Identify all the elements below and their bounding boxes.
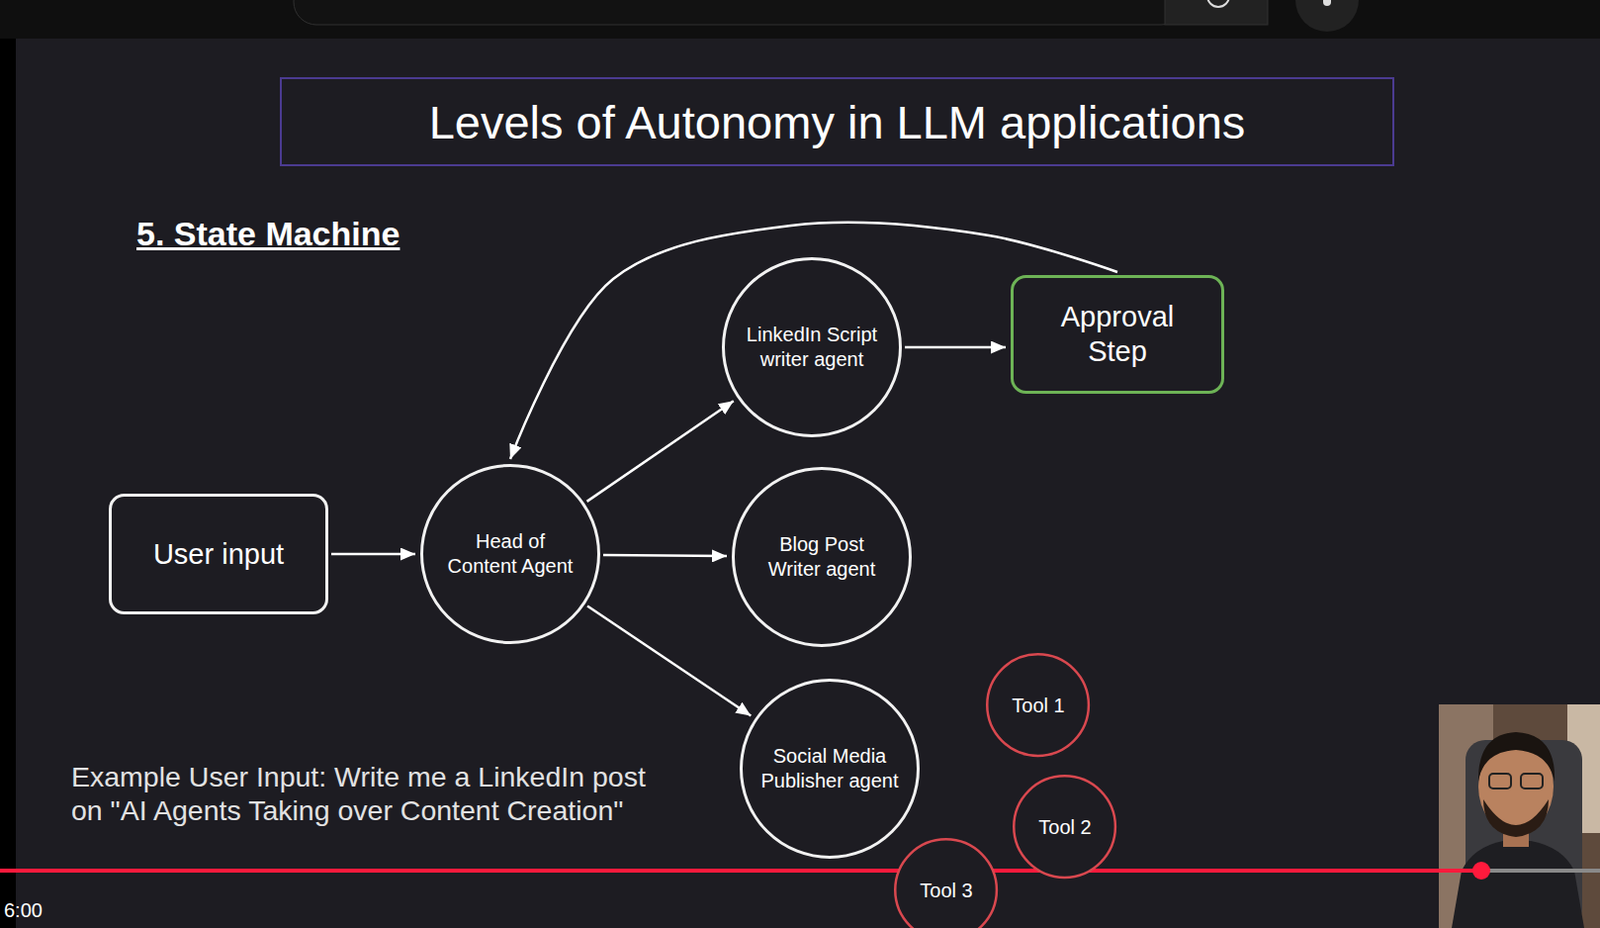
agent-circle: LinkedIn Script writer agent bbox=[721, 257, 902, 438]
search-button bbox=[1164, 0, 1268, 25]
node-label: Approval Step bbox=[1033, 299, 1202, 369]
mic-icon bbox=[1323, 0, 1332, 6]
node-label: Head of Content Agent bbox=[443, 529, 578, 579]
node-label: Tool 1 bbox=[993, 693, 1083, 717]
node-label: LinkedIn Script writer agent bbox=[736, 322, 888, 372]
example-note: Example User Input: Write me a LinkedIn … bbox=[71, 759, 675, 827]
agent-circle-outline bbox=[721, 257, 902, 438]
approval-box-outline bbox=[1010, 274, 1225, 394]
webcam-ground bbox=[1438, 704, 1600, 928]
timestamp: 6:00 bbox=[3, 897, 43, 922]
shirt bbox=[1451, 840, 1585, 928]
title-box: Levels of Autonomy in LLM applications bbox=[279, 77, 1395, 167]
circle-outline bbox=[987, 654, 1090, 757]
mic-button bbox=[1295, 0, 1359, 32]
node-label: Social Media Publisher agent bbox=[754, 743, 905, 794]
progress-knob bbox=[1472, 861, 1491, 880]
section-heading: 5. State Machine bbox=[136, 213, 400, 255]
webcam bbox=[1438, 704, 1600, 928]
circle-outline bbox=[733, 468, 911, 646]
circle-outline bbox=[723, 259, 901, 437]
agent-circle-outline bbox=[731, 466, 912, 647]
rect-outline bbox=[1012, 276, 1224, 393]
agent-circle: Head of Content Agent bbox=[420, 463, 601, 644]
node-label: Tool 3 bbox=[901, 878, 991, 902]
search-box bbox=[293, 0, 1184, 25]
tool-circle: Tool 2 bbox=[1012, 774, 1117, 879]
circle-outline bbox=[895, 839, 998, 928]
agent-circle: Social Media Publisher agent bbox=[739, 678, 920, 859]
approval-box: Approval Step bbox=[1010, 274, 1225, 394]
progress-rest bbox=[1481, 868, 1600, 873]
agent-circle-outline bbox=[420, 463, 601, 644]
flow-arrow bbox=[603, 554, 727, 556]
rect-outline bbox=[110, 495, 328, 614]
circle-outline bbox=[741, 680, 919, 858]
flow-arrow bbox=[587, 400, 734, 502]
circle-outline bbox=[422, 465, 600, 643]
glasses bbox=[1520, 773, 1543, 789]
flow-arrow bbox=[587, 605, 751, 715]
node-label: Blog Post Writer agent bbox=[756, 532, 888, 582]
search-icon bbox=[1207, 0, 1230, 7]
circle-outline bbox=[1014, 776, 1117, 879]
flow-arrow bbox=[904, 346, 1006, 350]
left-strip bbox=[0, 0, 16, 928]
title-text: Levels of Autonomy in LLM applications bbox=[429, 94, 1246, 150]
tool-circle: Tool 3 bbox=[893, 837, 998, 928]
agent-circle: Blog Post Writer agent bbox=[731, 466, 912, 647]
input-box: User input bbox=[108, 493, 329, 615]
glasses bbox=[1489, 773, 1512, 789]
tool-circle: Tool 1 bbox=[985, 652, 1090, 757]
beard bbox=[1483, 799, 1549, 837]
node-label: Tool 2 bbox=[1020, 814, 1110, 839]
agent-circle-outline bbox=[739, 678, 920, 859]
progress-played bbox=[0, 868, 1482, 873]
flow-arrow bbox=[331, 552, 416, 556]
node-label: User input bbox=[124, 536, 313, 572]
